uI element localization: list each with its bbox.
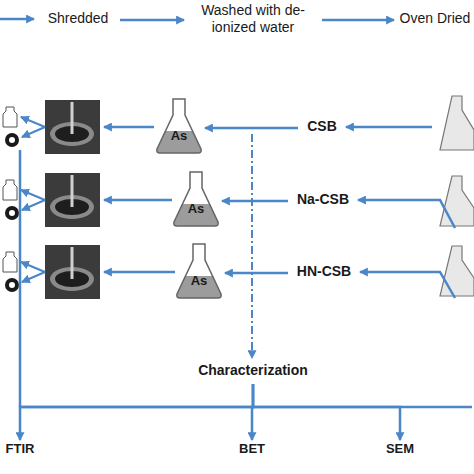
stirrer-photo bbox=[45, 100, 100, 154]
filter-icon bbox=[5, 206, 19, 220]
flow-arrow bbox=[21, 117, 45, 127]
flow-arrow bbox=[0, 18, 34, 21]
sample-label: HN-CSB bbox=[290, 263, 358, 283]
flask-partial bbox=[440, 176, 474, 226]
flask-partial bbox=[440, 246, 474, 296]
beaker-content bbox=[55, 126, 89, 142]
bus-line bbox=[20, 406, 472, 409]
flask-glass bbox=[174, 172, 218, 226]
flask-outline bbox=[155, 97, 203, 155]
flow-arrow bbox=[104, 271, 175, 274]
flow-arrow bbox=[22, 200, 45, 210]
node-text: As bbox=[155, 127, 203, 144]
flask-glass bbox=[157, 99, 201, 153]
flow-arrow bbox=[20, 384, 253, 440]
sample-label: CSB bbox=[300, 118, 344, 138]
flask-outline bbox=[175, 242, 223, 300]
stirrer-photo bbox=[45, 245, 100, 299]
beaker-content bbox=[55, 271, 89, 287]
flow-arrow bbox=[222, 200, 288, 203]
node-text: HN-CSB bbox=[290, 263, 358, 280]
filter-icon-center bbox=[9, 282, 15, 288]
flask-node: As bbox=[175, 242, 223, 300]
stirrer-shaft bbox=[71, 175, 74, 207]
bottle-icon bbox=[3, 107, 17, 127]
beaker-rim bbox=[50, 122, 94, 146]
stirrer-photo bbox=[45, 173, 100, 227]
node-text: BET bbox=[234, 440, 270, 457]
stirrer-shaft bbox=[71, 247, 74, 279]
bottle-icon bbox=[3, 180, 17, 200]
node-text: Na-CSB bbox=[290, 191, 356, 208]
sample-label: Na-CSB bbox=[290, 191, 356, 211]
flow-arrow bbox=[358, 200, 455, 228]
node-text: Washed with de-ionized water bbox=[186, 2, 320, 36]
method-label: SEM bbox=[378, 440, 422, 460]
node-text: FTIR bbox=[0, 440, 40, 457]
flow-arrow bbox=[22, 272, 45, 282]
flask-glass bbox=[177, 244, 221, 298]
node-text: Oven Dried bbox=[396, 10, 474, 27]
filter-icon bbox=[5, 278, 19, 292]
flask-partial bbox=[440, 96, 474, 150]
beaker-rim bbox=[50, 195, 94, 219]
process-step: Shredded bbox=[38, 10, 118, 30]
flow-arrow bbox=[21, 262, 45, 272]
flow-arrow bbox=[205, 127, 298, 130]
method-label: BET bbox=[234, 440, 270, 460]
bottle-icon bbox=[3, 252, 17, 272]
flow-arrow bbox=[322, 19, 394, 22]
method-label: FTIR bbox=[0, 440, 40, 460]
beaker-rim bbox=[50, 267, 94, 291]
flow-arrow bbox=[253, 384, 400, 440]
flow-arrow bbox=[225, 272, 288, 275]
flow-arrow bbox=[346, 126, 432, 129]
characterization-label: Characterization bbox=[186, 362, 320, 384]
flow-arrow bbox=[104, 199, 172, 202]
node-text: CSB bbox=[300, 118, 344, 135]
process-step: Oven Dried bbox=[396, 10, 474, 30]
stirrer-shaft bbox=[71, 102, 74, 134]
flow-arrow bbox=[104, 126, 154, 129]
flask-node: As bbox=[155, 97, 203, 155]
node-text: Characterization bbox=[186, 362, 320, 379]
flow-arrow bbox=[120, 19, 184, 22]
flow-arrow bbox=[252, 384, 253, 440]
node-text: Shredded bbox=[38, 10, 118, 27]
flask-node: As bbox=[172, 170, 220, 228]
dashdot-arrow bbox=[251, 134, 253, 358]
node-text: As bbox=[172, 200, 220, 217]
filter-icon-center bbox=[9, 137, 15, 143]
filter-icon-center bbox=[9, 210, 15, 216]
process-step: Washed with de-ionized water bbox=[186, 2, 320, 38]
flow-arrow bbox=[22, 127, 45, 137]
node-text: As bbox=[175, 272, 223, 289]
collector-line bbox=[19, 150, 22, 407]
beaker-content bbox=[55, 199, 89, 215]
flow-arrow bbox=[21, 190, 45, 200]
flask-outline bbox=[172, 170, 220, 228]
node-text: SEM bbox=[378, 440, 422, 457]
filter-icon bbox=[5, 133, 19, 147]
flow-arrow bbox=[360, 272, 455, 298]
